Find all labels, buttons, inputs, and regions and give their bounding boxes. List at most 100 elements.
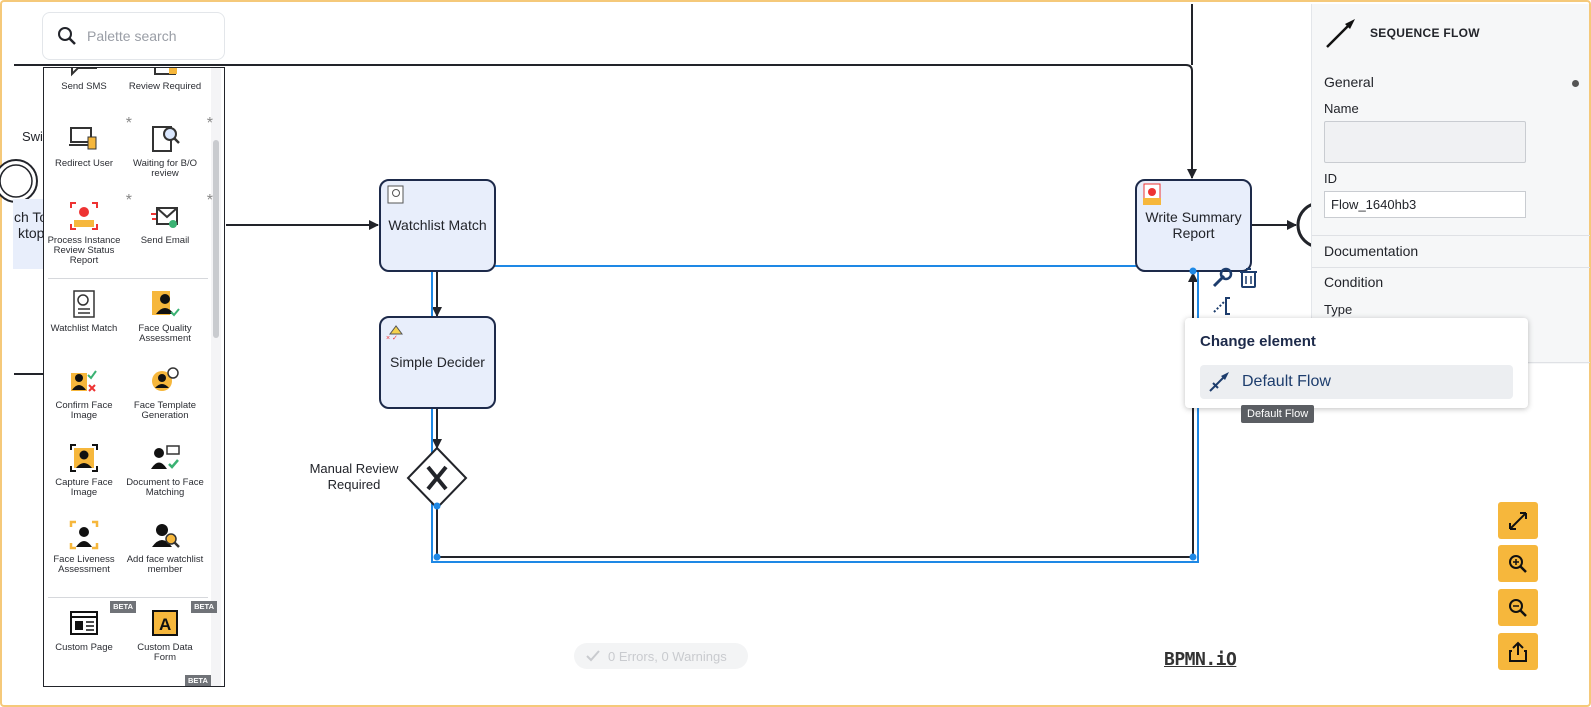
write-summary-label: Write Summary Report [1145,209,1242,241]
palette-item-process-report[interactable]: * Process Instance Review Status Report [44,193,132,266]
face-quality-icon [152,291,180,317]
left-label-desktop: ktop [18,225,45,241]
zoom-out-button[interactable] [1498,589,1538,626]
palette-item-label: Capture Face Image [55,477,113,498]
sms-icon [71,68,97,77]
palette-item-label: Watchlist Match [50,323,118,334]
star-icon: * [206,192,213,209]
palette-separator [48,278,208,279]
decider-task-icon: × ✓ [386,325,403,342]
palette-item-send-sms[interactable]: Send SMS [44,68,124,92]
id-input[interactable] [1324,191,1526,218]
default-flow-option[interactable]: Default Flow [1200,365,1513,399]
watchlist-task-icon [387,185,404,204]
bpmn-io-logo[interactable]: BPMN.iO [1164,649,1237,670]
palette-item-label: Send Email [140,235,190,246]
selection-handle [433,502,441,510]
task-watchlist-match [379,179,496,272]
fit-viewport-button[interactable] [1498,502,1538,539]
type-label: Type [1324,302,1353,317]
validation-status[interactable]: 0 Errors, 0 Warnings [574,643,748,669]
palette-item-label: Custom Page [55,642,113,653]
palette-item-capture-face[interactable]: Capture Face Image [44,442,124,498]
selection-handle [1189,267,1197,275]
palette-item-face-liveness[interactable]: Face Liveness Assessment [44,519,124,575]
left-label-swi: Swi [22,129,43,144]
connect-icon [1213,297,1230,315]
palette-item-face-template[interactable]: Face Template Generation [125,365,205,421]
sequence-flow-icon [1326,19,1355,48]
palette-item-doc-face[interactable]: Document to Face Matching [125,442,205,498]
selection-outline [431,265,1199,563]
palette-item-label: Face Quality Assessment [138,323,192,344]
properties-title: SEQUENCE FLOW [1370,26,1480,40]
palette-item-send-email[interactable]: * Send Email [125,193,213,246]
palette-scrollbar[interactable] [213,140,219,338]
palette-item-custom-form[interactable]: BETA A Custom Data Form [125,601,217,663]
summary-task-icon [1143,183,1161,205]
name-textarea[interactable] [1324,121,1526,163]
share-icon [1509,641,1527,662]
divider [1312,235,1590,236]
flow-top [14,64,1197,179]
zoom-in-button[interactable] [1498,545,1538,582]
palette-item-add-watchlist[interactable]: Add face watchlist member [125,519,205,575]
zoom-in-icon [1509,554,1527,573]
beta-badge: BETA [191,601,217,613]
export-button[interactable] [1498,633,1538,670]
validation-status-text: 0 Errors, 0 Warnings [608,648,727,664]
manual-review-label: Manual Review Required [309,461,399,492]
zoom-out-icon [1509,598,1527,617]
doc-face-icon [151,445,180,469]
properties-header: SEQUENCE FLOW [1312,4,1589,62]
svg-text:A: A [159,615,171,634]
default-flow-label: Default Flow [1242,373,1331,390]
default-flow [436,272,1198,558]
palette-item-label: Send SMS [61,81,107,92]
watchlist-icon [73,290,95,318]
palette-item-label: Document to Face Matching [126,477,204,498]
group-indicator-dot [1572,80,1579,87]
divider [1312,267,1590,268]
palette-search-input[interactable] [87,28,217,44]
face-template-icon [152,367,179,391]
palette-item-label: Waiting for B/O review [132,158,198,179]
palette-item-label: Add face watchlist member [126,554,204,575]
task-simple-decider [379,316,496,409]
palette-item-confirm-face[interactable]: Confirm Face Image [44,365,124,421]
palette-search[interactable] [42,12,225,60]
camera-report-icon [70,202,98,230]
palette-item-face-quality[interactable]: Face Quality Assessment [125,288,205,344]
palette: Send SMS Review Required * Redirect User… [43,67,225,687]
watchlist-match-label: Watchlist Match [388,217,487,233]
simple-decider-label: Simple Decider [390,354,485,370]
wrench-icon [1212,267,1233,288]
trash-icon [1240,268,1257,288]
palette-item-review-required[interactable]: Review Required [125,68,205,92]
group-general[interactable]: General [1324,74,1374,90]
palette-item-label: Process Instance Review Status Report [47,235,121,266]
star-icon: * [125,115,132,132]
palette-scroll-track[interactable] [211,68,221,686]
palette-item-label: Face Liveness Assessment [53,554,115,575]
palette-item-label: Confirm Face Image [55,400,113,421]
palette-item-redirect-user[interactable]: * Redirect User [44,116,132,169]
properties-panel: SEQUENCE FLOW General Name ID Documentat… [1311,4,1590,364]
group-documentation[interactable]: Documentation [1324,243,1419,259]
palette-item-custom-page[interactable]: BETA Custom Page [44,601,136,653]
group-condition[interactable]: Condition [1324,274,1384,290]
exclusive-gateway [406,446,468,510]
palette-item-watchlist-match[interactable]: Watchlist Match [44,288,124,334]
left-partial-task [13,199,43,269]
check-icon [586,650,600,662]
review-icon [154,68,177,75]
add-watchlist-icon [152,524,180,548]
email-icon [151,207,178,228]
change-element-popup: Change element Default Flow [1185,318,1528,408]
id-label: ID [1324,171,1337,186]
palette-item-waiting-review[interactable]: * Waiting for B/O review [125,116,213,179]
default-flow-icon [1209,372,1229,392]
custom-form-icon: A [152,610,178,636]
left-label-switch-to: ch To [14,209,48,225]
